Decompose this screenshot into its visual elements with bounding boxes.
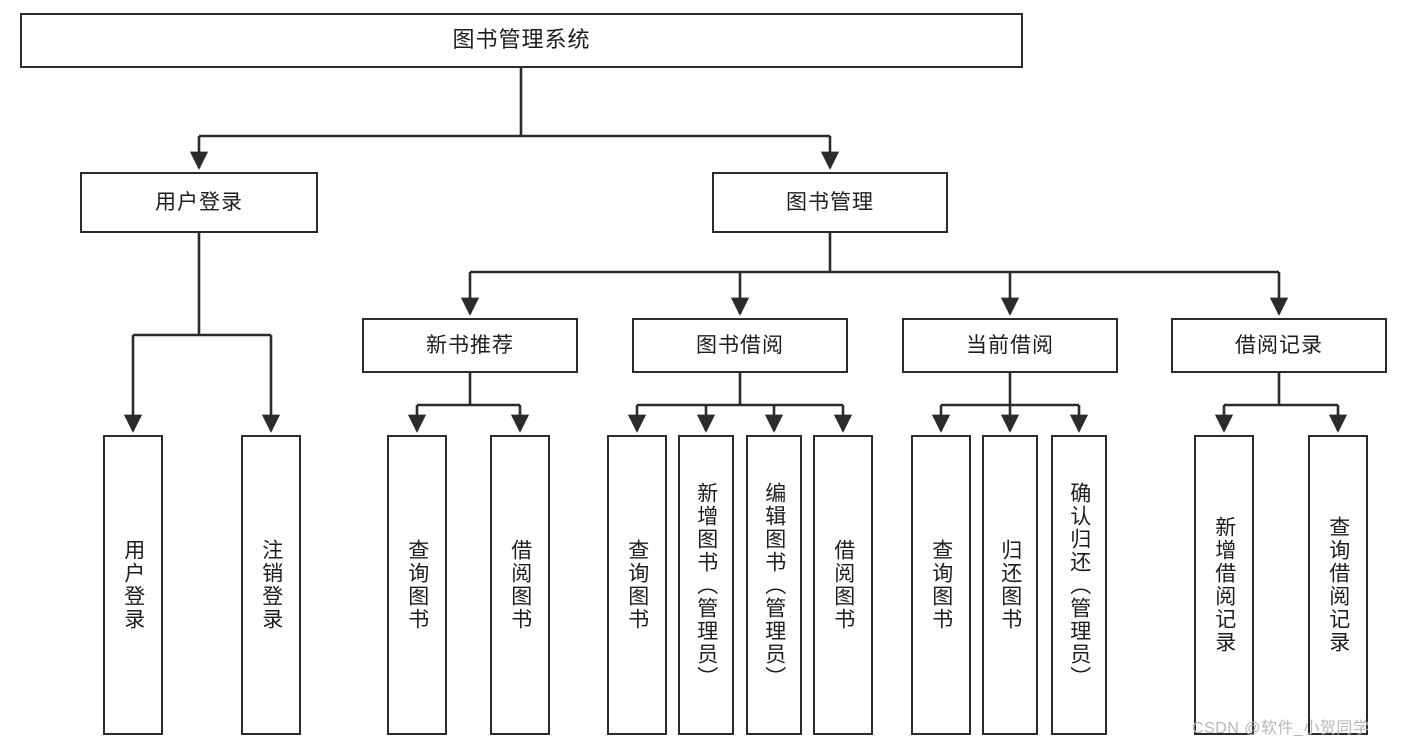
node-leaf-borrow-book-2[interactable]: 借阅图书 [813, 435, 873, 735]
node-label: 归还图书 [998, 539, 1022, 631]
node-label: 用户登录 [121, 539, 145, 631]
node-leaf-query-book-1[interactable]: 查询图书 [387, 435, 447, 735]
node-leaf-borrow-book-1[interactable]: 借阅图书 [490, 435, 550, 735]
node-label: 查询图书 [929, 539, 953, 631]
node-leaf-add-book[interactable]: 新增图书（管理员） [678, 435, 734, 735]
node-leaf-query-record[interactable]: 查询借阅记录 [1308, 435, 1368, 735]
node-label: 当前借阅 [966, 333, 1054, 357]
node-book-borrow[interactable]: 图书借阅 [632, 318, 848, 373]
node-label: 新增图书（管理员） [694, 481, 718, 689]
node-label: 新增借阅记录 [1212, 516, 1236, 654]
node-user-login[interactable]: 用户登录 [80, 172, 318, 233]
node-leaf-edit-book[interactable]: 编辑图书（管理员） [746, 435, 802, 735]
node-label: 查询图书 [405, 539, 429, 631]
node-label: 用户登录 [155, 190, 243, 214]
node-borrow-record[interactable]: 借阅记录 [1171, 318, 1387, 373]
node-label: 查询借阅记录 [1326, 516, 1350, 654]
node-label: 查询图书 [625, 539, 649, 631]
node-leaf-add-record[interactable]: 新增借阅记录 [1194, 435, 1254, 735]
node-root-system[interactable]: 图书管理系统 [20, 13, 1023, 68]
node-label: 注销登录 [259, 539, 283, 631]
node-label: 图书借阅 [696, 333, 784, 357]
node-label: 借阅记录 [1235, 333, 1323, 357]
node-leaf-query-book-2[interactable]: 查询图书 [607, 435, 667, 735]
node-leaf-logout-login[interactable]: 注销登录 [241, 435, 301, 735]
node-current-borrow[interactable]: 当前借阅 [902, 318, 1118, 373]
node-label: 借阅图书 [831, 539, 855, 631]
node-label: 编辑图书（管理员） [762, 481, 786, 689]
node-label: 确认归还（管理员） [1067, 481, 1091, 689]
node-label: 新书推荐 [426, 333, 514, 357]
node-book-manage[interactable]: 图书管理 [712, 172, 948, 233]
node-label: 图书管理系统 [452, 27, 591, 53]
node-new-book-recommend[interactable]: 新书推荐 [362, 318, 578, 373]
node-leaf-query-book-3[interactable]: 查询图书 [911, 435, 971, 735]
node-label: 图书管理 [786, 190, 874, 214]
node-label: 借阅图书 [508, 539, 532, 631]
node-leaf-confirm-return[interactable]: 确认归还（管理员） [1051, 435, 1107, 735]
node-leaf-user-login[interactable]: 用户登录 [103, 435, 163, 735]
node-leaf-return-book[interactable]: 归还图书 [982, 435, 1038, 735]
watermark: CSDN @软件_小贺同学 [1192, 720, 1370, 737]
